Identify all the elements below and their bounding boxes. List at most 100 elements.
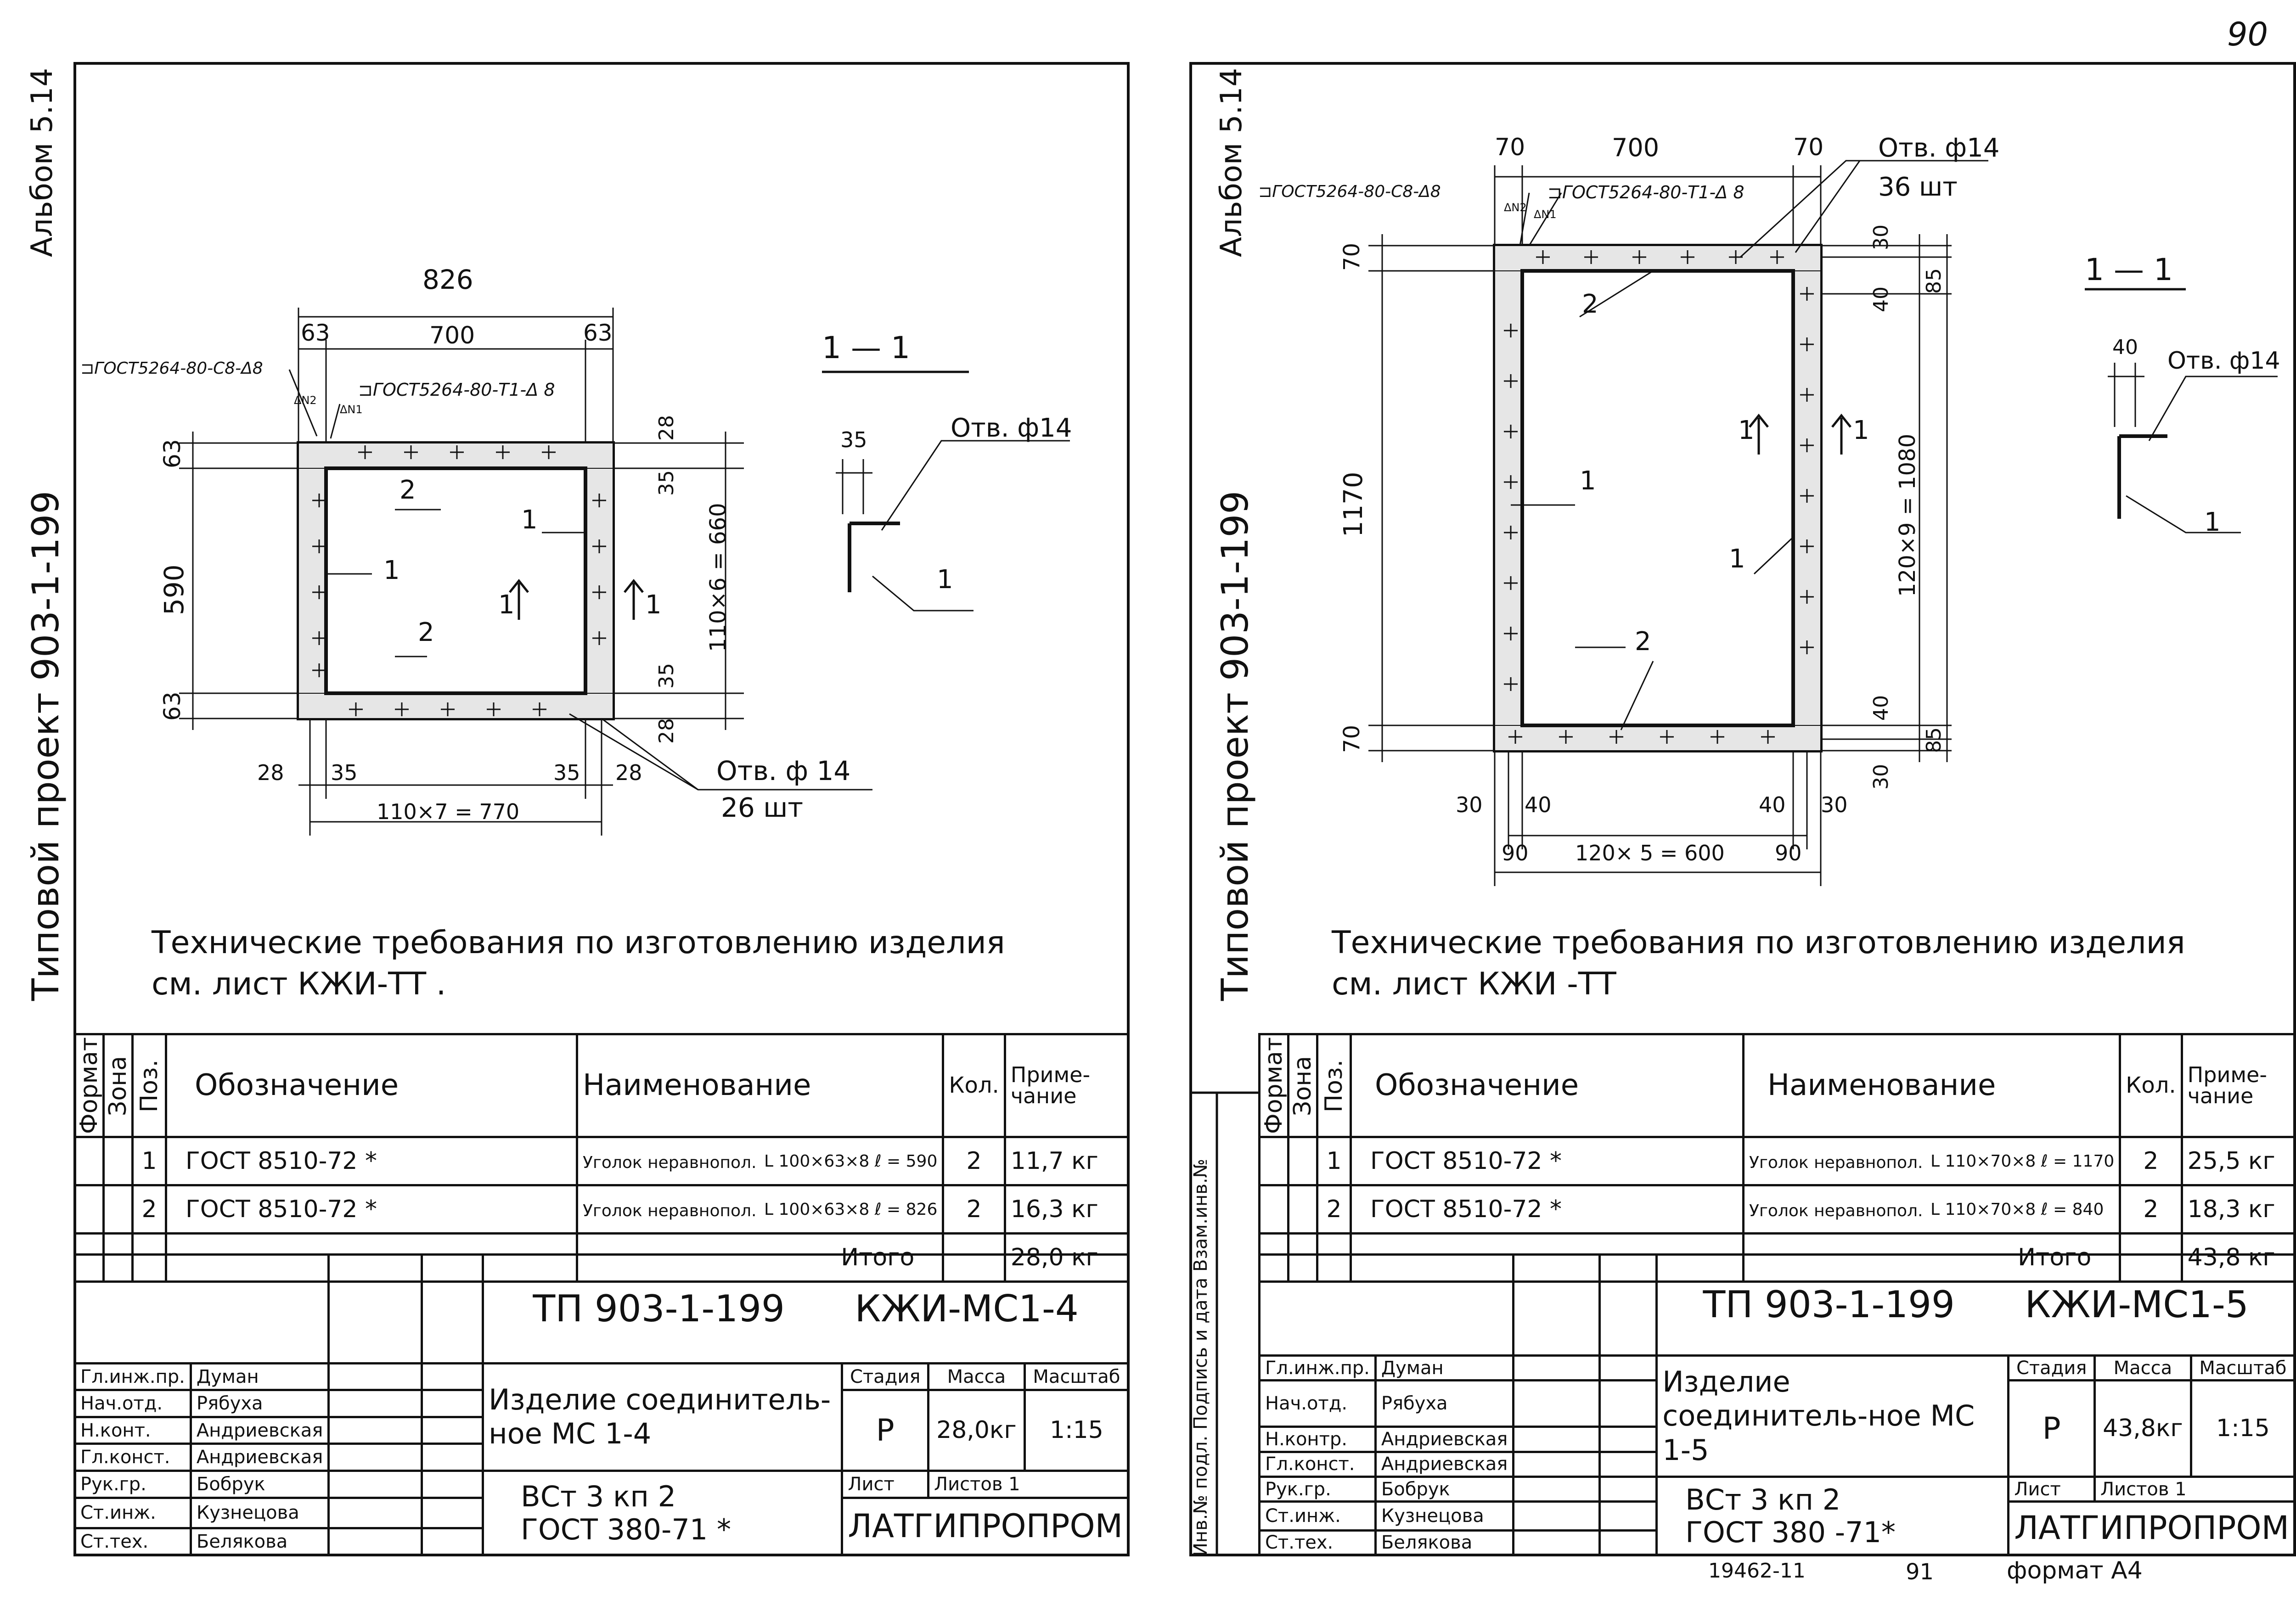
left-dim-overall: 826 [422,264,473,295]
right-dim-70-right: 70 [1793,134,1824,161]
right-dim-40-bl: 40 [1525,792,1552,817]
spec-pos: 1 [131,1135,167,1186]
stamp-role: Ст.тех. [73,1527,192,1556]
right-dim-70-left: 70 [1495,134,1525,161]
stamp-person: Рябуха [189,1389,330,1418]
left-section-mark-left: 1 [498,590,515,620]
spec-designation: ГОСТ 8510-72 * [1350,1135,1745,1186]
left-weld-note-2: ⊐ГОСТ5264-80-Т1-Δ 8 [358,380,555,400]
left-section-holes: Отв. ф14 [951,413,1072,443]
right-pos-1a: 1 [1580,466,1596,496]
spec-qty: 2 [2119,1184,2183,1235]
stamp-sheet-label: Лист [2007,1476,2096,1503]
stamp-role: Нач.отд. [73,1389,192,1418]
left-pos-2a: 2 [400,475,416,505]
stamp-person: Кузнецова [1374,1500,1515,1532]
right-section-mark-left: 1 [1738,415,1755,445]
stamp-stage: Р [2007,1379,2096,1478]
spec-qty: 2 [942,1184,1006,1235]
right-dim-pitch: 120×9 = 1080 [1895,433,1920,597]
table-row: 2 ГОСТ 8510-72 * Уголок неравнопол. L 11… [1258,1184,2296,1235]
left-dim-700: 700 [429,322,475,349]
right-title-block: ТП 903-1-199 КЖИ-МС1-5 Гл.инж.пр. Думан … [1258,1253,2296,1557]
right-dim-70-bottom: 70 [1339,724,1365,753]
spec-designation: ГОСТ 8510-72 * [165,1184,578,1235]
table-row: 2 ГОСТ 8510-72 * Уголок неравнопол. L 10… [73,1184,1130,1235]
left-title-block: ТП 903-1-199 КЖИ-МС1-4 Гл.инж.пр. Думан … [73,1253,1130,1557]
right-dim-30-bottom: 30 [1869,764,1893,790]
spec-name-dim: L 100×63×8 ℓ = 590 [764,1152,938,1171]
stamp-stage-label: Стадия [841,1362,930,1392]
spec-name: Уголок неравнопол. L 110×70×8 ℓ = 1170 [1742,1135,2122,1186]
footer-doc-no: 19462-11 [1708,1559,1806,1583]
spec-pos: 2 [1316,1184,1352,1235]
stamp-mass-label: Масса [2093,1354,2192,1382]
left-spec-table: Формат Зона Поз. Обозначение Наименовани… [73,1033,1130,1283]
right-section-holes: Отв. ф14 [2167,347,2280,375]
spec-col-designation: Обозначение [165,1033,578,1138]
table-row: 1 ГОСТ 8510-72 * Уголок неравнопол. L 11… [1258,1135,2296,1186]
left-pos-2b: 2 [418,618,434,647]
right-pos-2b: 2 [1635,627,1651,657]
right-dim-90-right: 90 [1775,841,1802,865]
stamp-sheets-label: Листов 1 [927,1470,1130,1499]
right-material-1: ВСт 3 кп 2 [1685,1482,1841,1516]
stamp-scale-label: Масштаб [1023,1362,1130,1392]
left-doc-code: ТП 903-1-199 [533,1287,785,1330]
right-section-mark-right: 1 [1853,415,1869,445]
right-dim-70-top: 70 [1339,242,1365,271]
spec-col-note: Приме-чание [2180,1033,2296,1138]
spec-name-text: Уголок неравнопол. [1749,1201,1923,1220]
right-dim-85-top: 85 [1922,268,1946,294]
spec-col-designation: Обозначение [1350,1033,1745,1138]
right-spec-table: Формат Зона Поз. Обозначение Наименовани… [1258,1033,2296,1283]
stamp-sheets-label: Листов 1 [2093,1476,2296,1503]
stamp-person: Бобрук [1374,1476,1515,1503]
stamp-org: ЛАТГИПРОПРОМ [2007,1500,2296,1556]
spec-qty: 2 [2119,1135,2183,1186]
spec-name-text: Уголок неравнопол. [583,1153,757,1172]
spec-pos: 2 [131,1184,167,1235]
spec-col-qty: Кол. [2119,1033,2183,1138]
stamp-person: Андриевская [1374,1426,1515,1453]
right-section-pos: 1 [2204,507,2221,537]
stamp-person: Думан [1374,1354,1515,1382]
left-dim-35-bl: 35 [331,760,358,785]
spec-qty: 2 [942,1135,1006,1186]
left-dim-35-br: 35 [553,760,580,785]
spec-name-dim: L 110×70×8 ℓ = 840 [1930,1200,2104,1219]
right-dim-40-bottom: 40 [1869,695,1893,721]
stamp-role: Н.контр. [1258,1426,1377,1453]
spec-designation: ГОСТ 8510-72 * [1350,1184,1745,1235]
left-material-1: ВСт 3 кп 2 [521,1480,676,1514]
left-dim-28-bl: 28 [257,760,284,785]
left-weld-sym-a: ΔN1 [340,403,363,416]
left-section-pos: 1 [937,565,953,595]
spec-col-name: Наименование [575,1033,945,1138]
stamp-role: Рук.гр. [1258,1476,1377,1503]
right-requirements-1: Технические требования по изготовлению и… [1332,925,2185,961]
spec-designation: ГОСТ 8510-72 * [165,1135,578,1186]
stamp-role: Гл.инж.пр. [73,1362,192,1392]
footer-format: формат А4 [2007,1557,2143,1584]
spec-col-qty: Кол. [942,1033,1006,1138]
spec-name-text: Уголок неравнопол. [583,1201,757,1220]
page-number: 90 [2227,16,2268,53]
left-section-title: 1 — 1 [822,330,910,365]
left-weld-sym-b: ΔN2 [294,394,317,407]
spec-name: Уголок неравнопол. L 100×63×8 ℓ = 826 [575,1184,945,1235]
right-dim-85-bottom: 85 [1922,727,1946,753]
stamp-scale: 1:15 [2189,1379,2296,1478]
stamp-scale: 1:15 [1023,1389,1130,1472]
right-weld-note-1: ⊐ГОСТ5264-80-С8-Δ8 [1258,182,1441,201]
left-section-mark-right: 1 [645,590,662,620]
right-sheet-code: КЖИ-МС1-5 [2025,1283,2249,1326]
stamp-person: Андриевская [189,1415,330,1445]
stamp-role: Рук.гр. [73,1470,192,1499]
stamp-sheet-label: Лист [841,1470,930,1499]
left-dim-28-br: 28 [615,760,642,785]
spec-note: 11,7 кг [1003,1135,1130,1186]
right-dim-90-left: 90 [1502,841,1529,865]
spec-name: Уголок неравнопол. L 100×63×8 ℓ = 590 [575,1135,945,1186]
